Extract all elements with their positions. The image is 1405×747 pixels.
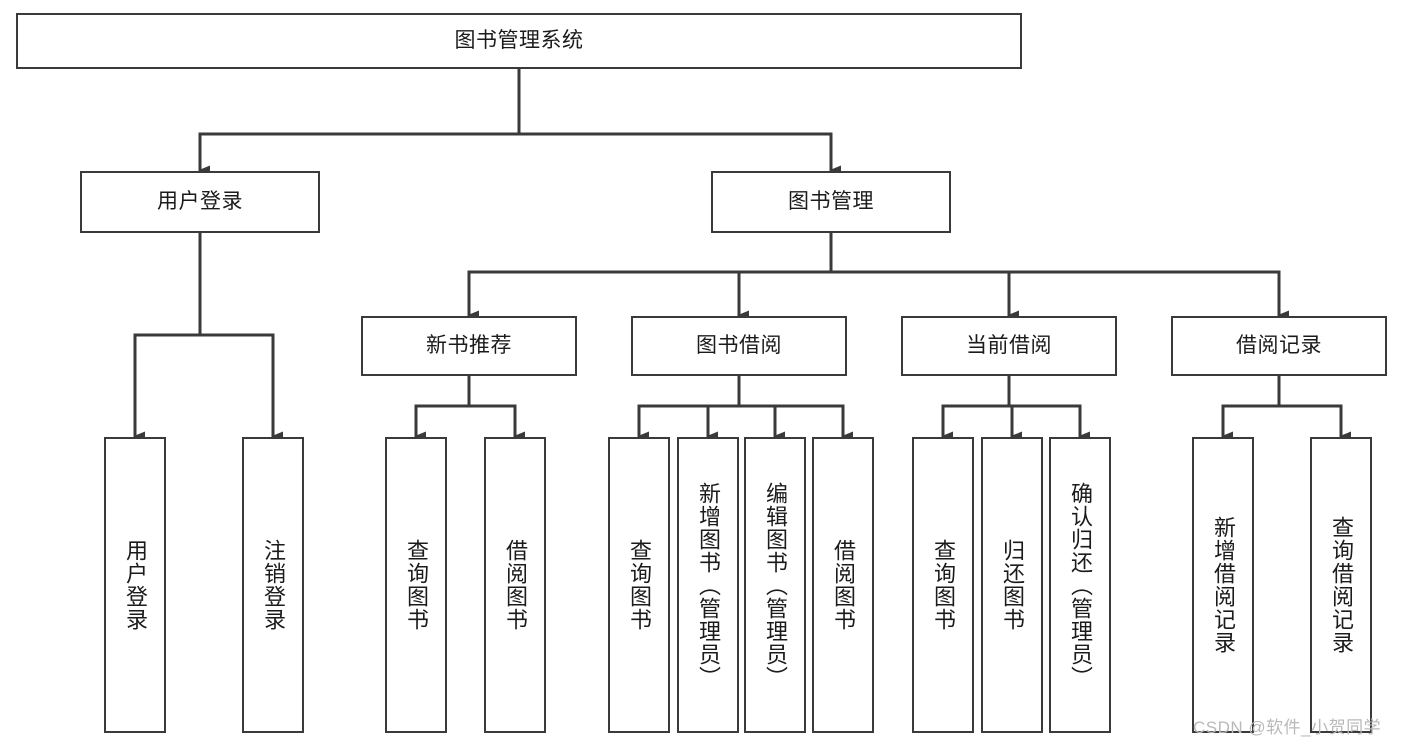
node-leaf-user-login[interactable]: 用户登录 xyxy=(104,437,166,733)
node-label-leaf-add-borrow-record: 新增借阅记录 xyxy=(1210,516,1236,654)
node-label-leaf-borrow-book-2: 借阅图书 xyxy=(830,539,856,631)
node-label-leaf-borrow-book-1: 借阅图书 xyxy=(502,539,528,631)
node-label-borrow-record: 借阅记录 xyxy=(1236,334,1322,358)
node-root[interactable]: 图书管理系统 xyxy=(16,13,1022,69)
node-leaf-borrow-book-2[interactable]: 借阅图书 xyxy=(812,437,874,733)
node-leaf-add-book[interactable]: 新增图书（管理员） xyxy=(677,437,739,733)
node-label-leaf-return-book: 归还图书 xyxy=(999,539,1025,631)
node-label-current-borrow: 当前借阅 xyxy=(966,334,1052,358)
node-label-leaf-query-book-1: 查询图书 xyxy=(403,539,429,631)
node-leaf-borrow-book-1[interactable]: 借阅图书 xyxy=(484,437,546,733)
node-label-leaf-add-book: 新增图书（管理员） xyxy=(695,481,721,689)
node-leaf-query-book-3[interactable]: 查询图书 xyxy=(912,437,974,733)
node-label-leaf-user-login: 用户登录 xyxy=(122,539,148,631)
node-book-borrow[interactable]: 图书借阅 xyxy=(631,316,847,376)
node-leaf-return-book[interactable]: 归还图书 xyxy=(981,437,1043,733)
node-label-leaf-query-book-3: 查询图书 xyxy=(930,539,956,631)
node-new-book-recommend[interactable]: 新书推荐 xyxy=(361,316,577,376)
node-borrow-record[interactable]: 借阅记录 xyxy=(1171,316,1387,376)
node-label-leaf-query-borrow-record: 查询借阅记录 xyxy=(1328,516,1354,654)
edges-group xyxy=(133,67,1351,441)
node-label-leaf-edit-book: 编辑图书（管理员） xyxy=(762,481,788,689)
node-current-borrow[interactable]: 当前借阅 xyxy=(901,316,1117,376)
node-label-user-login: 用户登录 xyxy=(157,190,243,214)
node-leaf-query-book-1[interactable]: 查询图书 xyxy=(385,437,447,733)
node-user-login[interactable]: 用户登录 xyxy=(80,171,320,233)
node-book-manage[interactable]: 图书管理 xyxy=(711,171,951,233)
node-label-new-book-recommend: 新书推荐 xyxy=(426,334,512,358)
node-leaf-query-borrow-record[interactable]: 查询借阅记录 xyxy=(1310,437,1372,733)
node-leaf-edit-book[interactable]: 编辑图书（管理员） xyxy=(744,437,806,733)
node-label-root: 图书管理系统 xyxy=(454,29,584,53)
node-leaf-logout[interactable]: 注销登录 xyxy=(242,437,304,733)
node-leaf-add-borrow-record[interactable]: 新增借阅记录 xyxy=(1192,437,1254,733)
node-leaf-confirm-return[interactable]: 确认归还（管理员） xyxy=(1049,437,1111,733)
node-label-book-borrow: 图书借阅 xyxy=(696,334,782,358)
node-label-leaf-logout: 注销登录 xyxy=(260,539,286,631)
node-label-leaf-confirm-return: 确认归还（管理员） xyxy=(1067,481,1093,689)
node-label-leaf-query-book-2: 查询图书 xyxy=(626,539,652,631)
node-leaf-query-book-2[interactable]: 查询图书 xyxy=(608,437,670,733)
node-label-book-manage: 图书管理 xyxy=(788,190,874,214)
watermark-text: CSDN @软件_小贺同学 xyxy=(1193,718,1382,737)
